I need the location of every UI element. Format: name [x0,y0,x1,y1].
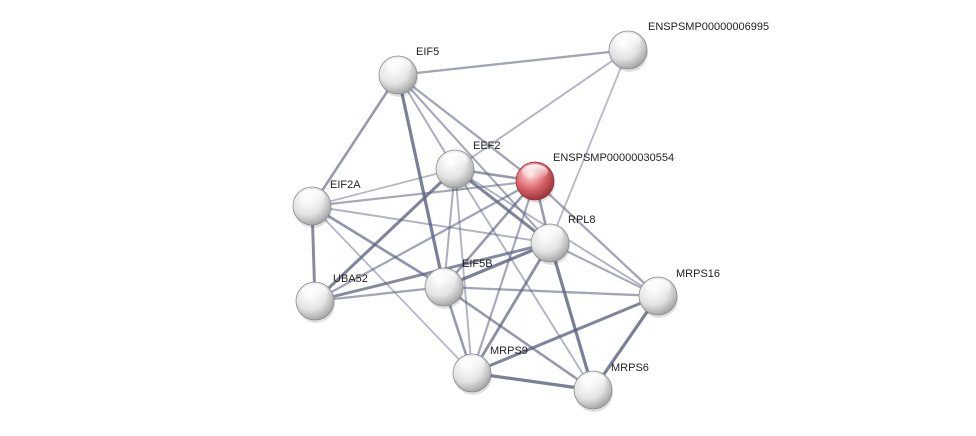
node-mrps6[interactable]: MRPS6 [573,362,649,412]
edge-enspsmp00000030554-mrps9 [470,179,537,375]
edge-eif2a-mrps9 [311,205,473,374]
edge-rpl8-mrps16 [548,241,660,298]
edge-eif5b-mrps6 [442,285,595,392]
node-label: UBA52 [333,273,368,285]
node-mrps16[interactable]: MRPS16 [638,268,720,318]
node-label: RPL8 [568,214,596,226]
node-highlight [299,189,325,205]
node-highlight [537,226,563,242]
node-label: MRPS16 [676,268,720,280]
edges-layer [310,48,660,392]
edge-uba52-eif5b [313,285,446,303]
node-label: EIF5B [462,258,493,270]
edge-enspsmp00000030554-eif2a [310,179,537,208]
node-eef2[interactable]: EEF2 [435,140,501,191]
edge-eif5b-mrps16 [442,285,660,298]
node-uba52[interactable]: UBA52 [295,273,368,323]
node-eif5b[interactable]: EIF5B [424,258,493,309]
node-highlight [431,270,457,286]
node-highlight [459,356,485,372]
node-highlight [442,152,468,168]
edge-eef2-eif2a [311,168,456,207]
node-highlight [385,58,411,74]
node-enspsmp00000030554[interactable]: ENSPSMP00000030554 [515,152,674,203]
node-label: EIF5 [416,46,439,58]
edge-eif5-rpl8 [396,73,552,245]
edge-eef2-mrps9 [454,168,473,374]
node-highlight [580,373,606,389]
node-label: ENSPSMP00000006995 [648,21,769,33]
node-highlight [522,164,548,180]
node-highlight [302,284,328,300]
edge-mrps9-mrps6 [470,371,595,392]
node-label: MRPS6 [611,362,649,374]
node-eif5[interactable]: EIF5 [378,46,439,97]
edge-eef2-mrps6 [454,168,594,391]
nodes-layer: EIF5 ENSPSMP00000006995EEF2ENSPSMP0000003… [292,21,769,412]
edge-eif5-enspsmp00000030554 [396,73,537,183]
edge-eif5-eif5b [396,73,446,289]
edge-enspsmp00000006995-rpl8 [549,49,629,244]
node-label: ENSPSMP00000030554 [553,152,674,164]
edge-eef2-uba52 [313,167,457,303]
node-highlight [615,33,641,49]
node-enspsmp00000006995[interactable]: ENSPSMP00000006995 [608,21,769,72]
edge-enspsmp00000030554-mrps16 [533,179,660,298]
edge-enspsmp00000030554-eif5b [442,179,537,289]
edge-eif2a-rpl8 [311,205,551,244]
edge-enspsmp00000030554-uba52 [313,179,537,303]
node-rpl8[interactable]: RPL8 [530,214,596,265]
edge-eif5-eif2a [310,73,400,208]
node-highlight [645,279,671,295]
node-mrps9[interactable]: MRPS9 [452,345,528,395]
edge-rpl8-mrps9 [470,241,552,375]
edge-eif5-enspsmp00000006995 [396,48,630,77]
node-label: EEF2 [473,140,501,152]
edge-eef2-rpl8 [453,167,552,245]
edge-rpl8-mrps6 [548,241,595,392]
node-label: MRPS9 [490,345,528,357]
node-label: EIF2A [330,179,361,191]
edge-enspsmp00000006995-eef2 [454,49,629,170]
edge-mrps16-mrps9 [470,294,660,375]
node-eif2a[interactable]: EIF2A [292,179,361,228]
